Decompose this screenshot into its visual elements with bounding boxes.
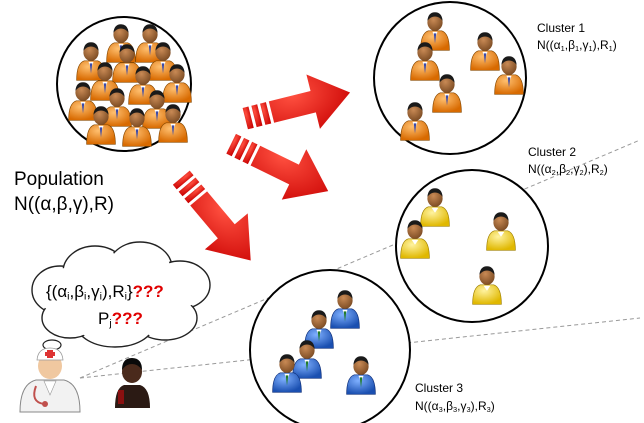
thought-line-2: Pj??? — [98, 309, 143, 330]
question-marks-1: ??? — [132, 282, 164, 301]
cluster-3-title: Cluster 3 — [415, 381, 464, 395]
doctor-figure — [19, 347, 81, 413]
population-label: Population — [14, 169, 104, 190]
cluster-2-group — [395, 169, 549, 323]
cluster-1-title: Cluster 1 — [537, 21, 586, 35]
cluster-3-formula: N((α3,β3,γ3),R3) — [415, 399, 495, 414]
cluster-3-group — [249, 269, 411, 423]
patient-figure — [115, 358, 150, 408]
population-group — [56, 16, 192, 152]
arrow-to-cluster-1 — [238, 65, 357, 146]
arrow-to-cluster-2 — [218, 118, 341, 217]
population-formula: N((α,β,γ),R) — [14, 194, 115, 215]
thought-line-1: {(αi,βi,γi),Ri}??? — [46, 282, 164, 303]
cluster-2-title: Cluster 2 — [528, 145, 577, 159]
cluster-1-formula: N((α1,β1,γ1),R1) — [537, 38, 617, 53]
thought-cloud — [31, 241, 211, 362]
cluster-1-group — [373, 1, 527, 155]
question-marks-2: ??? — [111, 309, 143, 328]
cluster-2-formula: N((α2,β2,γ2),R2) — [528, 162, 608, 177]
